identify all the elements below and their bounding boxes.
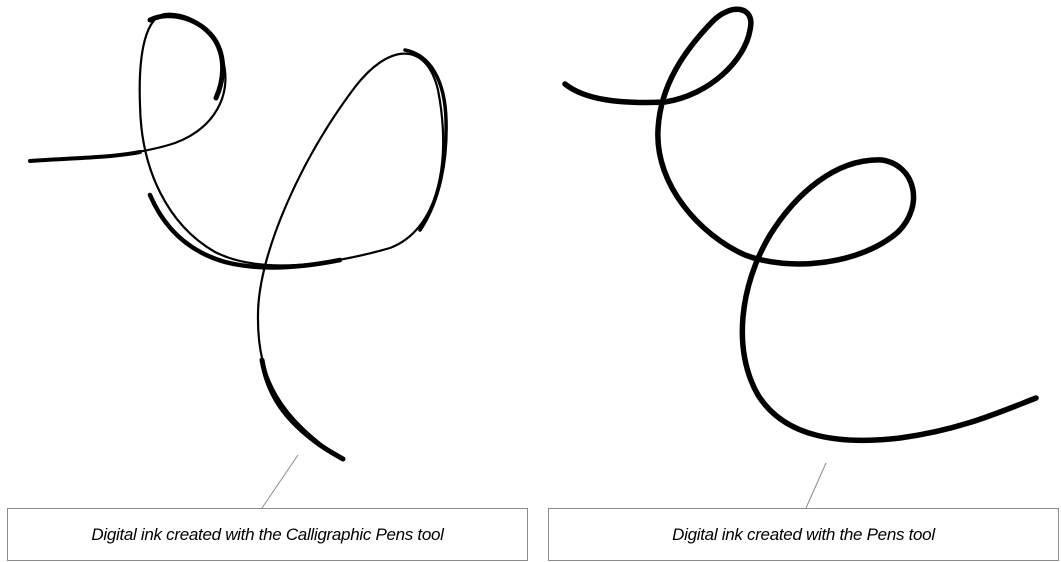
calligraphic-leader-line (262, 455, 298, 508)
calligraphic-stroke-thick-tail-bottom (262, 360, 343, 459)
calligraphic-stroke-main (30, 14, 443, 458)
calligraphic-stroke-thick-tail-left (30, 152, 140, 161)
pens-ink-stroke (565, 9, 1036, 440)
calligraphic-pens-caption: Digital ink created with the Calligraphi… (7, 508, 528, 561)
calligraphic-pens-caption-text: Digital ink created with the Calligraphi… (91, 525, 443, 545)
calligraphic-ink-stroke (30, 14, 446, 459)
pens-caption-text: Digital ink created with the Pens tool (672, 525, 935, 545)
calligraphic-stroke-thick-lower-curve (150, 195, 340, 268)
calligraphic-stroke-thick-top-loop (150, 16, 223, 98)
calligraphic-stroke-thick-right-loop (405, 50, 446, 230)
pens-caption: Digital ink created with the Pens tool (548, 508, 1059, 561)
pens-leader-line (806, 463, 826, 508)
pens-stroke-main (565, 9, 1036, 440)
